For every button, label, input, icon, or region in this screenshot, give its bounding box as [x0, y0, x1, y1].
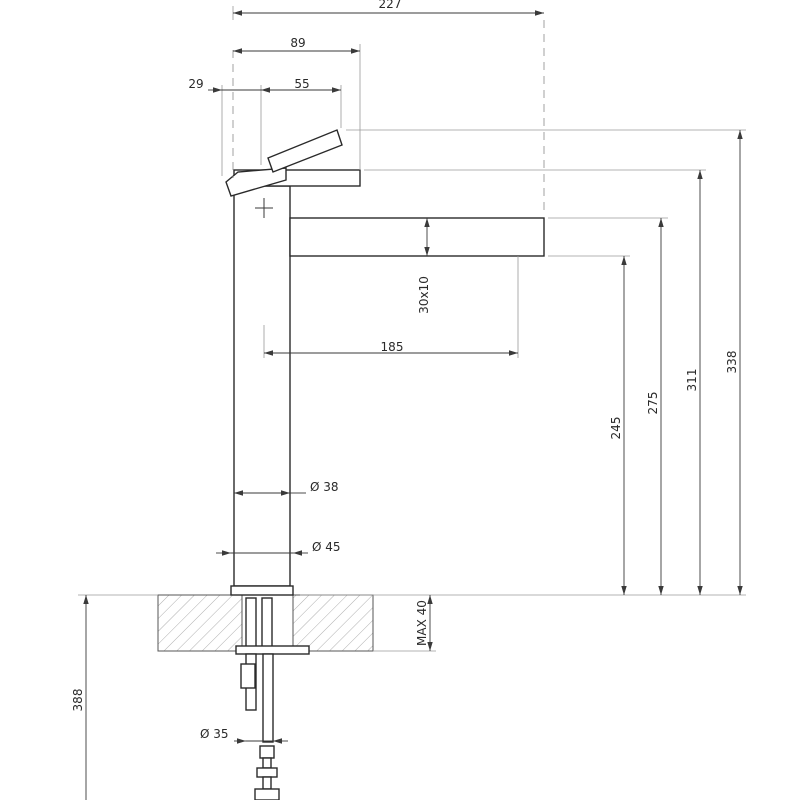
faucet-body — [230, 185, 294, 596]
dimension-body-diameter: Ø 38 — [234, 480, 339, 496]
dimension-lever-offset: 29 — [188, 77, 262, 176]
dimension-spout-top-height: 275 — [646, 218, 664, 595]
label-lever-top-height: 338 — [725, 351, 739, 374]
label-spout-height: 245 — [609, 417, 623, 440]
label-hose-length: 388 — [71, 689, 85, 712]
height-extension-lines — [300, 129, 746, 596]
dimension-spout-reach: 185 — [264, 256, 519, 358]
dimension-base-diameter: Ø 45 — [216, 540, 341, 556]
faucet-lever — [225, 129, 361, 197]
dimension-lever-reach: 89 — [233, 36, 361, 170]
label-spout-top-height: 275 — [646, 392, 660, 415]
dimension-shank-diameter: Ø 35 — [200, 727, 288, 744]
label-overall-width: 227 — [379, 0, 402, 11]
dimension-overall-width: 227 — [232, 0, 544, 20]
label-spout-section: 30x10 — [417, 276, 431, 314]
dimension-spout-section: 30x10 — [417, 218, 431, 314]
label-body-diameter: Ø 38 — [310, 480, 339, 494]
countertop-section — [157, 594, 374, 652]
mounting-fittings — [235, 597, 310, 800]
dimension-spout-height: 245 — [609, 256, 627, 595]
dimension-lever-top-height: 338 — [725, 130, 743, 595]
dimension-hose-length: 388 — [71, 594, 158, 800]
dimension-body-top-height: 311 — [685, 170, 703, 595]
label-spout-reach: 185 — [381, 340, 404, 354]
faucet-spout — [289, 217, 545, 257]
label-deck-thickness: MAX 40 — [415, 600, 429, 646]
label-lever-reach: 89 — [290, 36, 305, 50]
label-lever-length: 55 — [294, 77, 309, 91]
label-base-diameter: Ø 45 — [312, 540, 341, 554]
label-body-top-height: 311 — [685, 369, 699, 392]
label-shank-diameter: Ø 35 — [200, 727, 229, 741]
dimension-lever-length: 55 — [261, 77, 342, 128]
label-lever-offset: 29 — [188, 77, 203, 91]
dimension-deck-thickness: MAX 40 — [373, 595, 436, 652]
center-lines — [232, 20, 545, 215]
